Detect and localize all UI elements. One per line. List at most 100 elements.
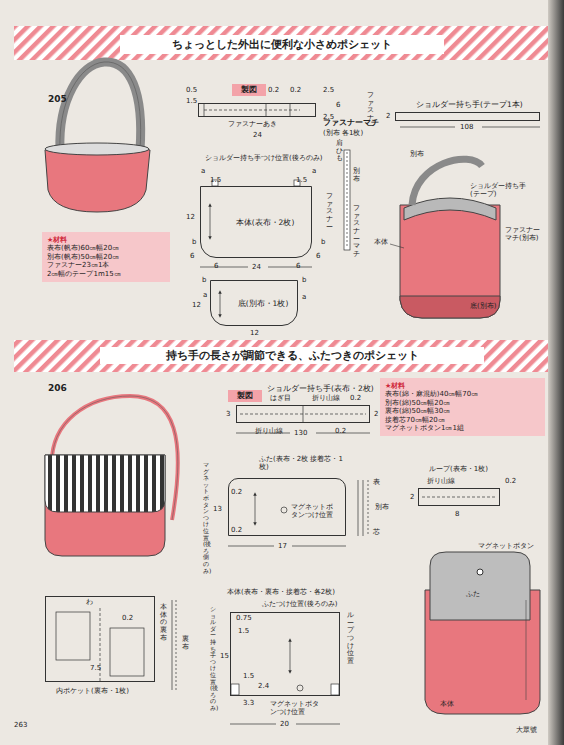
dimension-label: ふた — [466, 590, 480, 598]
dimension-label: 108 — [460, 123, 473, 131]
piece-label: 表布(綿・麻混紡)40㎝幅70㎝ — [385, 390, 540, 398]
dimension-label: 1.5 — [296, 176, 307, 184]
dimension-label: 24 — [252, 263, 261, 271]
lid-details — [228, 480, 496, 546]
dimension-label: 折り山線 — [427, 477, 455, 485]
dimension-label: マグネットボタンつけ位置 — [270, 700, 322, 716]
materials-box: ★材料表布(綿・麻混紡)40㎝幅70㎝別布(綿)50㎝幅20㎝裏布(綿)50㎝幅… — [380, 378, 545, 436]
dimension-label: 0.5 — [186, 86, 197, 94]
dimension-label: 12 — [186, 213, 195, 221]
piece-label: (別布 各1枚) — [323, 129, 363, 137]
dimension-label: a — [312, 167, 316, 175]
dimension-label: 3.3 — [243, 699, 254, 707]
vertical-note: マグネットボタンつけ位置(後ろ側のみ) — [203, 462, 209, 574]
pattern-piece: 本体(表布・裏布・接着芯・各2枚) — [230, 612, 340, 696]
dimension-label: 0.2 — [335, 427, 346, 435]
dimension-label: 0.2 — [231, 526, 242, 534]
vertical-note: 別布 — [353, 168, 360, 183]
pattern-piece: ループ(表布・1枚) — [418, 488, 500, 506]
piece-label: マグネットボタン1㎝1組 — [385, 424, 540, 432]
dimension-label: はぎ目 — [270, 394, 291, 402]
dimension-label: 12 — [192, 301, 201, 309]
dimension-label: 2.5 — [323, 113, 334, 121]
pattern-piece: 底(別布・1枚) — [210, 280, 298, 326]
piece-label: ショルダー持ち手(表布・2枚) — [267, 384, 374, 393]
dimension-label: 底(別布) — [470, 302, 496, 310]
dimension-label: b — [202, 276, 206, 284]
dimension-label: 0.2 — [122, 614, 133, 622]
pattern-piece: 本体(表布・2枚) — [200, 186, 312, 258]
dimension-label: ショルダー持ち手つけ位置(後ろのみ) — [205, 154, 322, 162]
bag-illustration — [45, 62, 150, 212]
vertical-note: 裏布 — [182, 636, 189, 651]
piece-label: ふた(表布・2枚 接着芯・1枚) — [259, 455, 345, 472]
piece-label: 表布(帆布)60㎝幅20㎝ — [47, 244, 165, 252]
dimension-label: 24 — [253, 131, 262, 139]
dimension-label: マグネットボタンつけ位置 — [291, 503, 337, 519]
dimension-label: 2 — [410, 493, 414, 501]
section-title: 持ち手の長さが調節できる、ふたつきのポシェット — [100, 347, 484, 364]
dimension-label: a — [302, 293, 306, 301]
piece-label: 別布(帆布)50㎝幅20㎝ — [47, 253, 165, 261]
pattern-piece: 製図 — [228, 390, 262, 402]
dimension-label: 130 — [294, 429, 307, 437]
dimension-label: 1.5 — [243, 672, 254, 680]
dimension-label: 6 — [336, 101, 340, 109]
dimension-label: 2 — [386, 112, 390, 120]
dimension-label: 表 — [373, 478, 380, 486]
dimension-label: 0.2 — [268, 86, 279, 94]
zipper-gusset-lines — [204, 103, 300, 117]
pattern-piece: 製図 — [232, 84, 266, 96]
vertical-note: ファスナー — [367, 92, 374, 130]
dimension-label: 本体 — [374, 238, 388, 246]
vertical-note: 肩ひも — [336, 140, 343, 163]
dimension-label: 0.2 — [290, 86, 301, 94]
stripe-band — [14, 26, 548, 60]
dimension-label: 8 — [455, 510, 459, 518]
bag-illustration — [45, 396, 178, 556]
piece-label: ショルダー持ち手(テープ1本) — [416, 100, 523, 109]
piece-label: ★材料 — [385, 382, 540, 390]
pattern-piece: ショルダー持ち手(テープ1本) — [395, 112, 540, 121]
dimension-label: 本体 — [440, 700, 454, 708]
dimension-label: a — [203, 291, 207, 299]
dimension-label: 1.5 — [210, 176, 221, 184]
section-title: ちょっとした外出に便利な小さめポシェット — [120, 35, 444, 54]
dimension-label: b — [321, 238, 325, 246]
dimension-label: わ — [86, 598, 93, 606]
dimension-label: 2.5 — [323, 86, 334, 94]
body-details — [230, 640, 340, 724]
pattern-piece: ショルダー持ち手(表布・2枚) — [236, 405, 370, 423]
dimension-label: b — [192, 238, 196, 246]
dimension-label: ふたつけ位置(後ろのみ) — [262, 600, 337, 608]
dimension-label: ファスナーマチ(別布) — [505, 226, 545, 242]
dimension-label: 15 — [220, 652, 229, 660]
piece-label: 内ポケット(裏布・1枚) — [56, 687, 129, 695]
piece-label: 接着芯70㎝幅20㎝ — [385, 416, 540, 424]
dimension-label: 0.75 — [236, 614, 252, 622]
dimension-label: 263 — [14, 721, 27, 729]
dimension-label: 芯 — [373, 528, 380, 536]
dimension-label: 3 — [226, 410, 230, 418]
dimension-label: 0.2 — [231, 488, 242, 496]
dimension-label: 12 — [250, 329, 259, 337]
dimension-label: 2 — [374, 410, 378, 418]
dimension-label: 0.2 — [350, 394, 361, 402]
piece-label: 製図 — [230, 391, 260, 401]
dimension-label: a — [201, 167, 205, 175]
vertical-note: 本体の裏布 — [160, 604, 167, 642]
piece-label: 製図 — [234, 85, 264, 95]
vertical-note: ファスナーマチ — [353, 205, 360, 259]
dimension-label: 6 — [296, 262, 300, 270]
piece-label: ループ(表布・1枚) — [429, 465, 488, 473]
dimension-label: 折り山線 — [255, 427, 283, 435]
pattern-piece: ファスナーマチ(別布 各1枚) — [198, 103, 316, 117]
dimension-label: 7.5 — [90, 664, 101, 672]
stripe-band — [14, 340, 548, 372]
dimension-label: 2.4 — [258, 682, 269, 690]
pocket-details — [56, 600, 176, 690]
piece-label: ファスナー23㎝1本 — [47, 261, 165, 269]
dimension-label: 20 — [280, 720, 289, 728]
piece-label: 本体(表布・2枚) — [236, 218, 295, 227]
piece-label: 2㎝幅のテープ1m15㎝ — [47, 270, 165, 278]
